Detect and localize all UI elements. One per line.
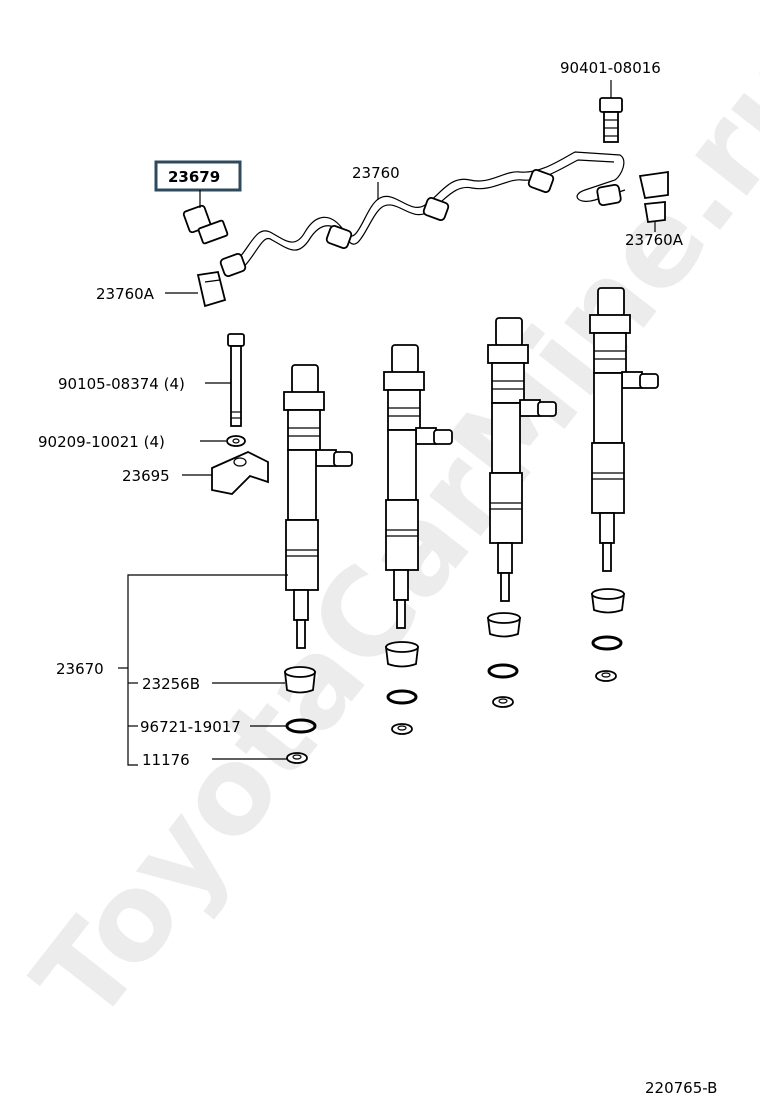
- label-fuel-pipe: 23760: [352, 164, 400, 182]
- label-clamp-bolt: 90105-08374 (4): [58, 375, 185, 393]
- injector-assy-bracket: [118, 574, 288, 766]
- seat-1[interactable]: [283, 666, 317, 694]
- injector-1[interactable]: [283, 364, 353, 649]
- clamp-right[interactable]: [638, 170, 669, 223]
- label-gasket: 11176: [142, 751, 190, 769]
- clamp[interactable]: [211, 451, 269, 495]
- union-bolt[interactable]: [182, 204, 229, 245]
- fuel-pipe[interactable]: [219, 151, 626, 277]
- label-seat: 23256B: [142, 675, 200, 693]
- gasket-2[interactable]: [391, 723, 413, 735]
- washer[interactable]: [226, 435, 246, 447]
- diagram-code: 220765-B: [645, 1079, 717, 1097]
- o-ring-2[interactable]: [386, 689, 418, 705]
- label-washer: 90209-10021 (4): [38, 433, 165, 451]
- label-union-bolt[interactable]: 23679: [168, 168, 220, 186]
- o-ring-4[interactable]: [591, 635, 623, 651]
- bolt-top[interactable]: [599, 80, 623, 143]
- seat-3[interactable]: [486, 612, 522, 638]
- o-ring-3[interactable]: [487, 663, 519, 679]
- seat-4[interactable]: [590, 588, 626, 614]
- gasket-4[interactable]: [595, 670, 617, 682]
- label-bolt-top: 90401-08016: [560, 59, 661, 77]
- injector-3[interactable]: [487, 317, 557, 602]
- clamp-left[interactable]: [196, 270, 227, 308]
- injector-4[interactable]: [589, 287, 659, 572]
- label-clamp-left: 23760A: [96, 285, 155, 303]
- label-injector-assy: 23670: [56, 660, 104, 678]
- gasket-1[interactable]: [286, 752, 308, 764]
- gasket-3[interactable]: [492, 696, 514, 708]
- clamp-bolt[interactable]: [227, 333, 245, 427]
- injector-2[interactable]: [383, 344, 453, 629]
- highlight-box: [154, 160, 242, 192]
- o-ring-1[interactable]: [285, 718, 317, 734]
- label-clamp-right: 23760A: [625, 231, 684, 249]
- seat-2[interactable]: [384, 641, 420, 668]
- label-clamp: 23695: [122, 467, 170, 485]
- label-o-ring: 96721-19017: [140, 718, 241, 736]
